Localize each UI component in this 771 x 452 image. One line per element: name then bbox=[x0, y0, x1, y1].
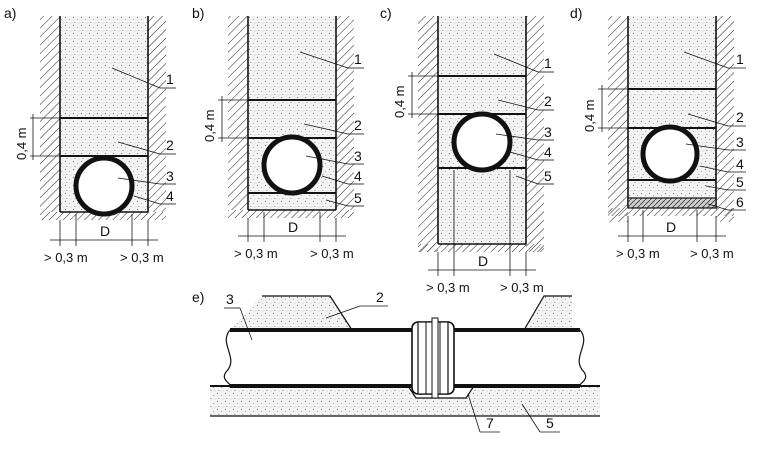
pipe-bed bbox=[210, 386, 600, 416]
socket-joint bbox=[411, 317, 455, 399]
depth-dimension: 0,4 m bbox=[582, 99, 597, 132]
panel-d: d) 0,4 m D > 0,3 m > 0,3 m 1 2 3 bbox=[570, 5, 746, 261]
callout-3: 3 bbox=[354, 148, 362, 164]
callout-3: 3 bbox=[736, 134, 744, 150]
callout-4: 4 bbox=[354, 168, 362, 184]
callout-5: 5 bbox=[544, 168, 552, 184]
depth-dimension: 0,4 m bbox=[14, 127, 29, 160]
callout-2: 2 bbox=[376, 289, 384, 305]
panel-a-label: a) bbox=[4, 5, 16, 21]
pipe-diameter-label: D bbox=[478, 253, 488, 269]
pipe-longitudinal bbox=[230, 330, 580, 386]
trench-bottom bbox=[228, 210, 354, 218]
panel-e-label: e) bbox=[192, 289, 204, 305]
panel-c: c) 0,4 m D > 0,3 m > 0,3 m 1 2 3 bbox=[380, 5, 554, 295]
callout-3: 3 bbox=[166, 168, 174, 184]
panel-b-label: b) bbox=[192, 5, 204, 21]
trench-wall-left bbox=[418, 16, 438, 252]
depth-dimension: 0,4 m bbox=[392, 85, 407, 118]
callout-5: 5 bbox=[736, 174, 744, 190]
callout-2: 2 bbox=[736, 109, 744, 125]
clearance-left: > 0,3 m bbox=[234, 246, 278, 261]
panel-c-label: c) bbox=[380, 5, 392, 21]
trench-bottom bbox=[418, 244, 544, 252]
concrete-bed bbox=[627, 197, 717, 209]
panel-e: e) 3 2 7 bbox=[192, 289, 600, 433]
callout-7: 7 bbox=[486, 415, 494, 431]
callout-2: 2 bbox=[354, 117, 362, 133]
callout-5: 5 bbox=[354, 190, 362, 206]
trench-wall-left bbox=[608, 16, 628, 222]
clearance-right: > 0,3 m bbox=[310, 246, 354, 261]
pipe bbox=[640, 124, 700, 184]
pipe-diameter-label: D bbox=[666, 219, 676, 235]
clearance-left: > 0,3 m bbox=[44, 250, 88, 265]
callout-1: 1 bbox=[736, 51, 744, 67]
callout-1: 1 bbox=[544, 55, 552, 71]
callout-3: 3 bbox=[544, 124, 552, 140]
panel-d-label: d) bbox=[570, 5, 582, 21]
callout-6: 6 bbox=[736, 194, 744, 210]
callout-4: 4 bbox=[544, 144, 552, 160]
upper-backfill bbox=[230, 296, 572, 330]
callout-1: 1 bbox=[166, 71, 174, 87]
callout-4: 4 bbox=[166, 188, 174, 204]
trench-wall-right bbox=[526, 16, 544, 252]
clearance-right: > 0,3 m bbox=[690, 246, 734, 261]
trench-wall-right bbox=[148, 16, 166, 212]
clearance-right: > 0,3 m bbox=[500, 280, 544, 295]
callout-3: 3 bbox=[226, 291, 234, 307]
pipe bbox=[261, 134, 323, 196]
pipe-diameter-label: D bbox=[288, 219, 298, 235]
pipe-diameter-label: D bbox=[100, 223, 110, 239]
trench-bottom bbox=[608, 208, 734, 216]
clearance-left: > 0,3 m bbox=[426, 280, 470, 295]
trench-wall-right bbox=[716, 16, 734, 222]
clearance-left: > 0,3 m bbox=[616, 246, 660, 261]
break-line-left bbox=[223, 329, 232, 387]
panel-b: b) 0,4 m D > 0,3 m > 0,3 m 1 2 3 bbox=[192, 5, 364, 261]
break-line-right bbox=[578, 329, 587, 387]
callout-2: 2 bbox=[166, 137, 174, 153]
clearance-right: > 0,3 m bbox=[120, 250, 164, 265]
callout-5: 5 bbox=[546, 415, 554, 431]
callout-1: 1 bbox=[354, 51, 362, 67]
trench-wall-left bbox=[40, 16, 60, 212]
trench-wall-left bbox=[228, 16, 248, 210]
panel-a: a) 0,4 m D > 0,3 m > 0,3 m 1 bbox=[4, 5, 176, 265]
depth-dimension: 0,4 m bbox=[202, 109, 217, 142]
callout-4: 4 bbox=[736, 156, 744, 172]
pipe bbox=[73, 155, 135, 217]
pipe bbox=[451, 111, 513, 173]
trench-wall-right bbox=[336, 16, 354, 210]
callout-2: 2 bbox=[544, 93, 552, 109]
